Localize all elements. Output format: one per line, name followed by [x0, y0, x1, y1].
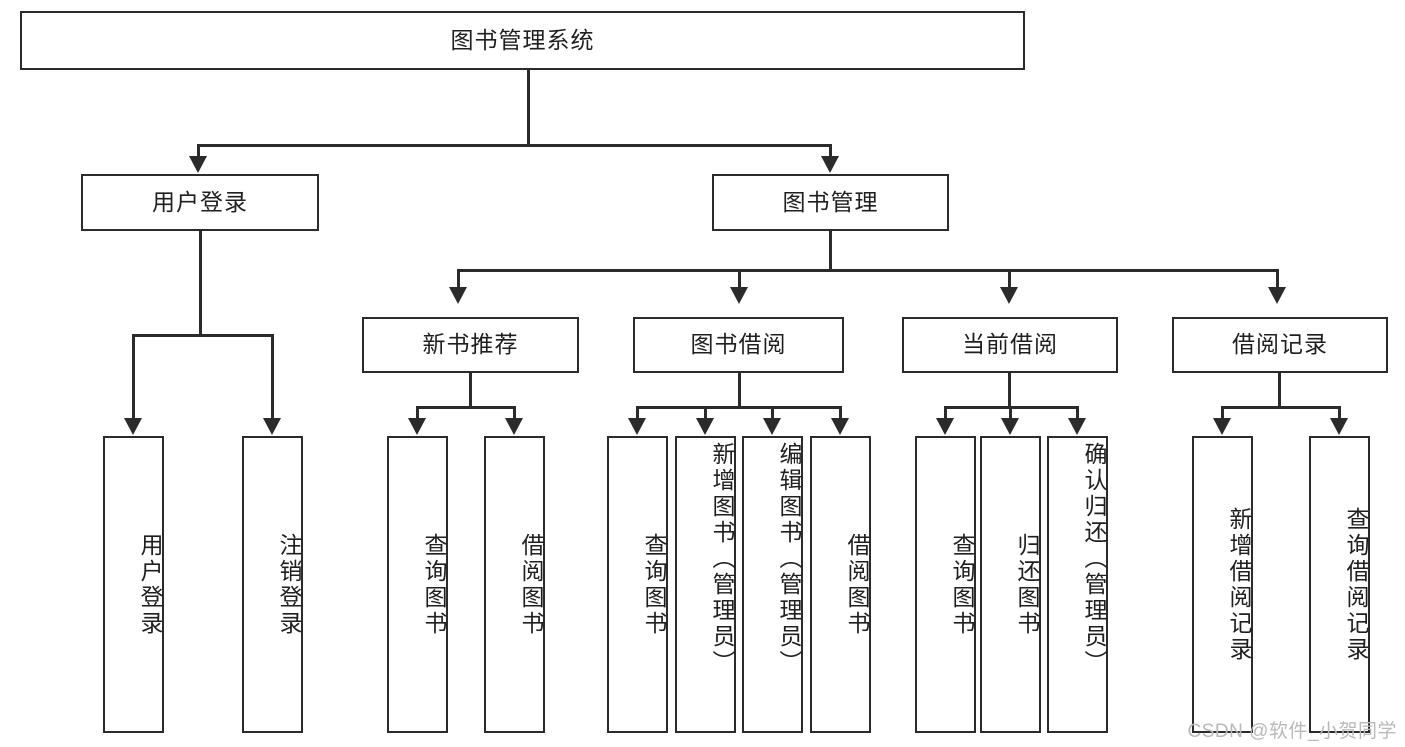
node-leaf-add-record-label: 新增借阅记录 [1226, 506, 1252, 663]
node-leaf-query-book-1[interactable]: 查询图书 [387, 436, 448, 733]
connector-bm-to-book-borrow [738, 269, 741, 293]
connector-user-login-right [271, 334, 274, 424]
connector-book-management-stem [829, 231, 832, 272]
node-book-borrow-label: 图书借阅 [690, 331, 787, 358]
arrow-to-leaf-logout-login [263, 418, 281, 435]
connector-new-book-left [416, 406, 419, 424]
arrow-to-leaf-query-book-2 [628, 418, 646, 435]
arrow-to-current-borrow [1000, 287, 1018, 304]
node-root-label: 图书管理系统 [450, 26, 595, 53]
connector-bb-4 [839, 406, 842, 424]
connector-book-borrow-bus [636, 406, 840, 409]
node-leaf-confirm-return-label: 确认归还（管理员） [1081, 442, 1107, 676]
connector-bm-to-borrow-record [1276, 269, 1279, 293]
node-leaf-query-record-label: 查询借阅记录 [1343, 506, 1369, 663]
arrow-to-leaf-add-record [1213, 418, 1231, 435]
connector-new-book-right [513, 406, 516, 424]
node-leaf-borrow-book-2[interactable]: 借阅图书 [810, 436, 871, 733]
node-leaf-return-book[interactable]: 归还图书 [980, 436, 1041, 733]
connector-user-login-stem [199, 231, 202, 336]
connector-bm-to-current-borrow [1008, 269, 1011, 293]
node-leaf-query-book-3-label: 查询图书 [949, 532, 975, 637]
node-leaf-add-book-label: 新增图书（管理员） [709, 442, 735, 676]
arrow-root-to-book-management [821, 156, 839, 173]
connector-br-1 [1221, 406, 1224, 424]
connector-user-login-left [132, 334, 135, 424]
node-leaf-return-book-label: 归还图书 [1014, 532, 1040, 637]
node-leaf-user-login[interactable]: 用户登录 [103, 436, 164, 733]
node-book-management[interactable]: 图书管理 [712, 174, 949, 231]
csdn-watermark: CSDN @软件_小贺同学 [1187, 721, 1397, 742]
node-current-borrow[interactable]: 当前借阅 [902, 317, 1118, 373]
connector-new-book-bus [416, 406, 516, 409]
node-leaf-borrow-book-1[interactable]: 借阅图书 [484, 436, 545, 733]
node-user-login-label: 用户登录 [152, 188, 248, 215]
node-user-login[interactable]: 用户登录 [81, 174, 319, 231]
arrow-to-new-book-recommend [449, 287, 467, 304]
connector-root-to-user-login [197, 144, 200, 166]
node-book-borrow[interactable]: 图书借阅 [633, 317, 844, 373]
connector-br-2 [1338, 406, 1341, 424]
arrow-to-leaf-query-book-1 [408, 418, 426, 435]
connector-book-management-bus [457, 269, 1276, 272]
node-leaf-add-record[interactable]: 新增借阅记录 [1192, 436, 1253, 733]
connector-borrow-record-stem [1278, 373, 1281, 409]
node-new-book-recommend-label: 新书推荐 [422, 331, 519, 358]
connector-root-bus [197, 144, 831, 147]
connector-bm-to-new-book [457, 269, 460, 293]
connector-root-stem [527, 70, 530, 146]
arrow-to-book-borrow [730, 287, 748, 304]
node-leaf-query-record[interactable]: 查询借阅记录 [1309, 436, 1370, 733]
node-leaf-edit-book-label: 编辑图书（管理员） [776, 442, 802, 676]
node-leaf-add-book[interactable]: 新增图书（管理员） [675, 436, 736, 733]
arrow-to-leaf-user-login [124, 418, 142, 435]
node-leaf-borrow-book-2-label: 借阅图书 [844, 532, 870, 637]
connector-bb-1 [636, 406, 639, 424]
arrow-to-leaf-query-record [1330, 418, 1348, 435]
connector-book-borrow-stem [738, 373, 741, 409]
arrow-to-leaf-borrow-book-2 [831, 418, 849, 435]
connector-cb-3 [1076, 406, 1079, 424]
node-new-book-recommend[interactable]: 新书推荐 [362, 317, 579, 373]
connector-bb-2 [704, 406, 707, 424]
node-root[interactable]: 图书管理系统 [20, 11, 1025, 70]
arrow-to-leaf-add-book [696, 418, 714, 435]
arrow-to-leaf-query-book-3 [936, 418, 954, 435]
connector-bb-3 [771, 406, 774, 424]
connector-current-borrow-stem [1008, 373, 1011, 409]
node-book-management-label: 图书管理 [782, 188, 879, 215]
node-borrow-record[interactable]: 借阅记录 [1172, 317, 1388, 373]
node-leaf-edit-book[interactable]: 编辑图书（管理员） [742, 436, 803, 733]
node-borrow-record-label: 借阅记录 [1232, 331, 1328, 358]
arrow-root-to-user-login [189, 156, 207, 173]
node-leaf-confirm-return[interactable]: 确认归还（管理员） [1047, 436, 1108, 733]
arrow-to-leaf-borrow-book-1 [505, 418, 523, 435]
connector-cb-1 [944, 406, 947, 424]
connector-borrow-record-bus [1221, 406, 1341, 409]
node-leaf-query-book-2-label: 查询图书 [641, 532, 667, 637]
arrow-to-borrow-record [1268, 287, 1286, 304]
node-leaf-query-book-3[interactable]: 查询图书 [915, 436, 976, 733]
node-leaf-query-book-1-label: 查询图书 [421, 532, 447, 637]
arrow-to-leaf-edit-book [763, 418, 781, 435]
node-leaf-query-book-2[interactable]: 查询图书 [607, 436, 668, 733]
node-current-borrow-label: 当前借阅 [962, 331, 1058, 358]
connector-cb-2 [1009, 406, 1012, 424]
node-leaf-logout-login-label: 注销登录 [276, 532, 302, 637]
connector-root-to-book-management [829, 144, 832, 166]
node-leaf-user-login-label: 用户登录 [137, 532, 163, 637]
node-leaf-borrow-book-1-label: 借阅图书 [518, 532, 544, 637]
connector-new-book-stem [469, 373, 472, 409]
arrow-to-leaf-return-book [1001, 418, 1019, 435]
node-leaf-logout-login[interactable]: 注销登录 [242, 436, 303, 733]
connector-user-login-bus [132, 334, 273, 337]
arrow-to-leaf-confirm-return [1068, 418, 1086, 435]
